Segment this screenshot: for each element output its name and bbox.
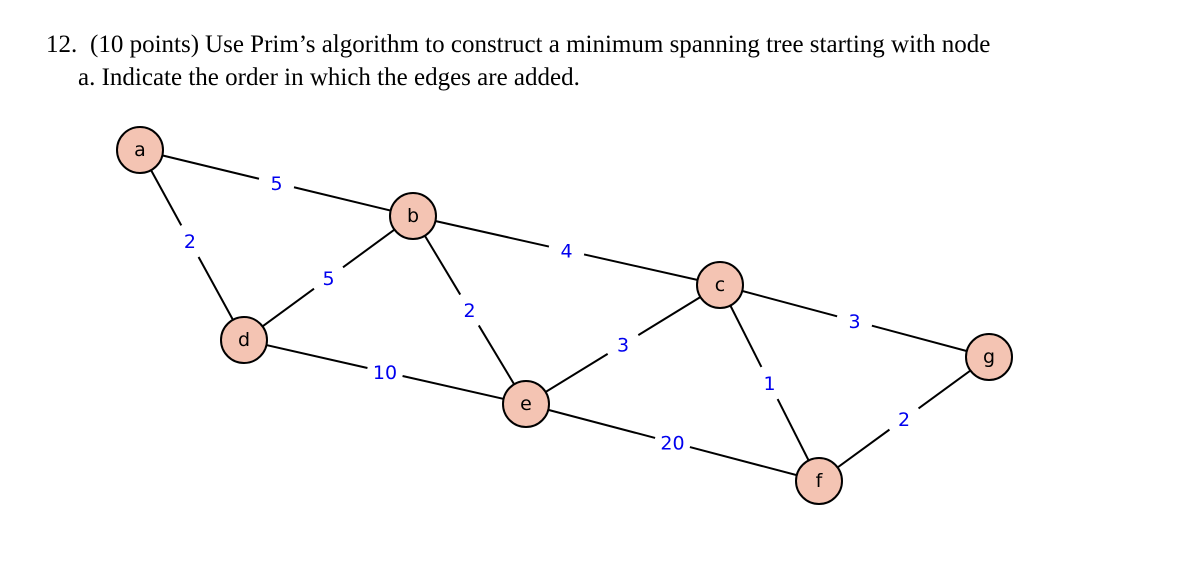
node-label-d: d xyxy=(238,329,250,351)
edge-weight-b-c: 4 xyxy=(560,241,572,263)
node-f: f xyxy=(795,457,843,505)
question-number: 12. xyxy=(46,31,78,58)
edge-weight-e-f: 20 xyxy=(660,433,684,455)
node-circle-b xyxy=(389,192,437,240)
node-label-g: g xyxy=(983,346,995,368)
edges-layer: 5 2 5 4 2 10 3 3 1 20 2 xyxy=(139,149,990,482)
question-points: (10 points) xyxy=(90,31,200,58)
node-label-a: a xyxy=(134,139,146,161)
node-circle-d xyxy=(220,316,268,364)
question-prompt-line-1: Use Prim’s algorithm to construct a mini… xyxy=(205,31,991,58)
node-circle-e xyxy=(502,380,550,428)
node-label-f: f xyxy=(816,470,824,492)
edge-weight-d-e: 10 xyxy=(373,362,397,384)
question-text: 12. (10 points)Use Prim’s algorithm to c… xyxy=(46,28,1156,94)
node-circle-a xyxy=(116,126,164,174)
node-a: a xyxy=(116,126,164,174)
node-circle-c xyxy=(696,261,744,309)
node-label-c: c xyxy=(715,274,725,296)
node-d: d xyxy=(220,316,268,364)
edge-weight-a-d: 2 xyxy=(184,231,196,253)
edge-weight-a-b: 5 xyxy=(270,173,282,195)
edge-weight-f-g: 2 xyxy=(898,409,910,431)
edge-weight-c-g: 3 xyxy=(848,311,860,333)
node-circle-f xyxy=(795,457,843,505)
node-circle-g xyxy=(965,333,1013,381)
question-line-1: 12. (10 points)Use Prim’s algorithm to c… xyxy=(46,28,1156,61)
edge-weight-c-e: 3 xyxy=(617,335,629,357)
node-e: e xyxy=(502,380,550,428)
question-prompt-line-2: a. Indicate the order in which the edges… xyxy=(78,64,580,91)
node-label-e: e xyxy=(520,393,532,415)
node-label-b: b xyxy=(407,205,419,227)
node-c: c xyxy=(696,261,744,309)
node-b: b xyxy=(389,192,437,240)
edge-weight-b-d: 5 xyxy=(322,268,334,290)
edge-weight-c-f: 1 xyxy=(763,373,775,395)
edge-weight-b-e: 2 xyxy=(463,300,475,322)
nodes-layer: a b c d e f g xyxy=(116,126,1013,505)
node-g: g xyxy=(965,333,1013,381)
